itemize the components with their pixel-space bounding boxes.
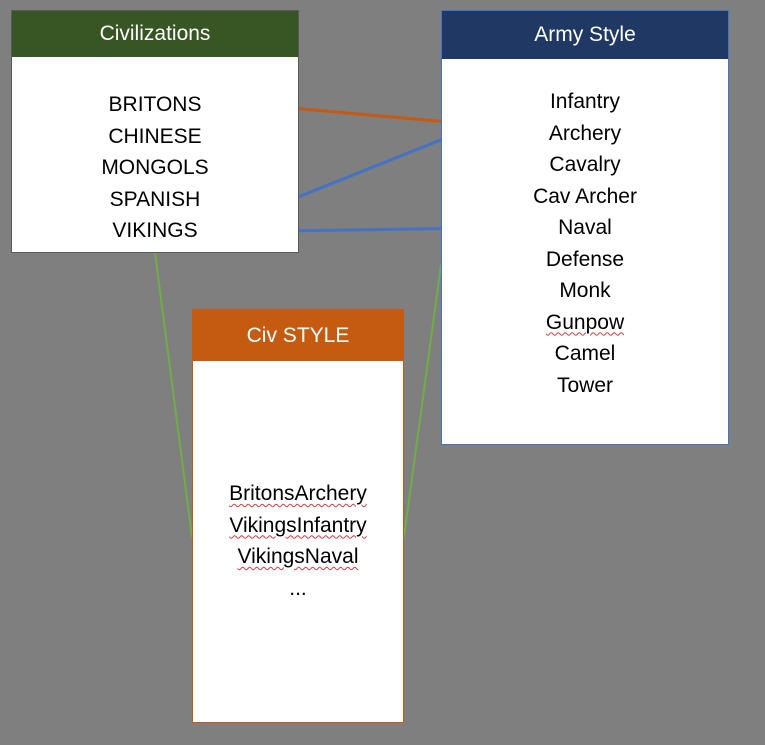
civ-style-item-ellipsis: ... [289,576,307,600]
army-style-item-defense: Defense [545,247,625,271]
army-style-item-camel: Camel [554,342,616,365]
civ-style-item-vikings-infantry: VikingsInfantry [193,510,403,542]
civ-style-item-vikings-naval: VikingsNaval [193,541,403,573]
army-style-item-gunpow-text: Gunpow [545,310,625,334]
army-style-item-tower: Tower [556,373,614,397]
army-style-item-naval: Naval [558,216,612,239]
army-style-header: Army Style [442,11,728,59]
army-style-item-cavalry: Cavalry [549,153,621,176]
civilizations-header: Civilizations [12,11,298,57]
army-style-item-archery: Archery [548,121,622,145]
civilization-item-spanish: SPANISH [109,187,201,211]
civ-style-item-vikings-infantry-text: VikingsInfantry [229,513,367,537]
civ-style-table: Civ STYLE BritonsArchery VikingsInfantry… [192,309,404,723]
army-style-item-monk: Monk [559,279,611,302]
army-style-item-cav-archer: Cav Archer [533,184,637,208]
civ-style-item-britons-archery-text: BritonsArchery [229,482,367,505]
civ-style-item-vikings-naval-text: VikingsNaval [237,545,359,568]
civ-style-list: BritonsArchery VikingsInfantry VikingsNa… [193,478,403,604]
civilization-item-chinese: CHINESE [108,124,202,148]
army-style-list: Infantry Archery Cavalry Cav Archer Nava… [442,86,728,401]
civilizations-list: BRITONS CHINESE MONGOLS SPANISH VIKINGS [12,89,298,247]
army-style-table: Army Style Infantry Archery Cavalry Cav … [441,10,729,445]
army-style-item-gunpow: Gunpow [442,307,728,339]
civilization-item-britons: BRITONS [108,93,202,116]
link-civilizations-civstyle [154,252,193,538]
link-armystyle-civstyle [403,264,442,538]
civilizations-table: Civilizations BRITONS CHINESE MONGOLS SP… [11,10,299,253]
civ-style-item-britons-archery: BritonsArchery [193,478,403,510]
civilization-item-mongols: MONGOLS [101,156,209,179]
civ-style-header: Civ STYLE [193,310,403,361]
civilization-item-vikings: VIKINGS [112,219,198,242]
army-style-item-infantry: Infantry [549,90,621,113]
